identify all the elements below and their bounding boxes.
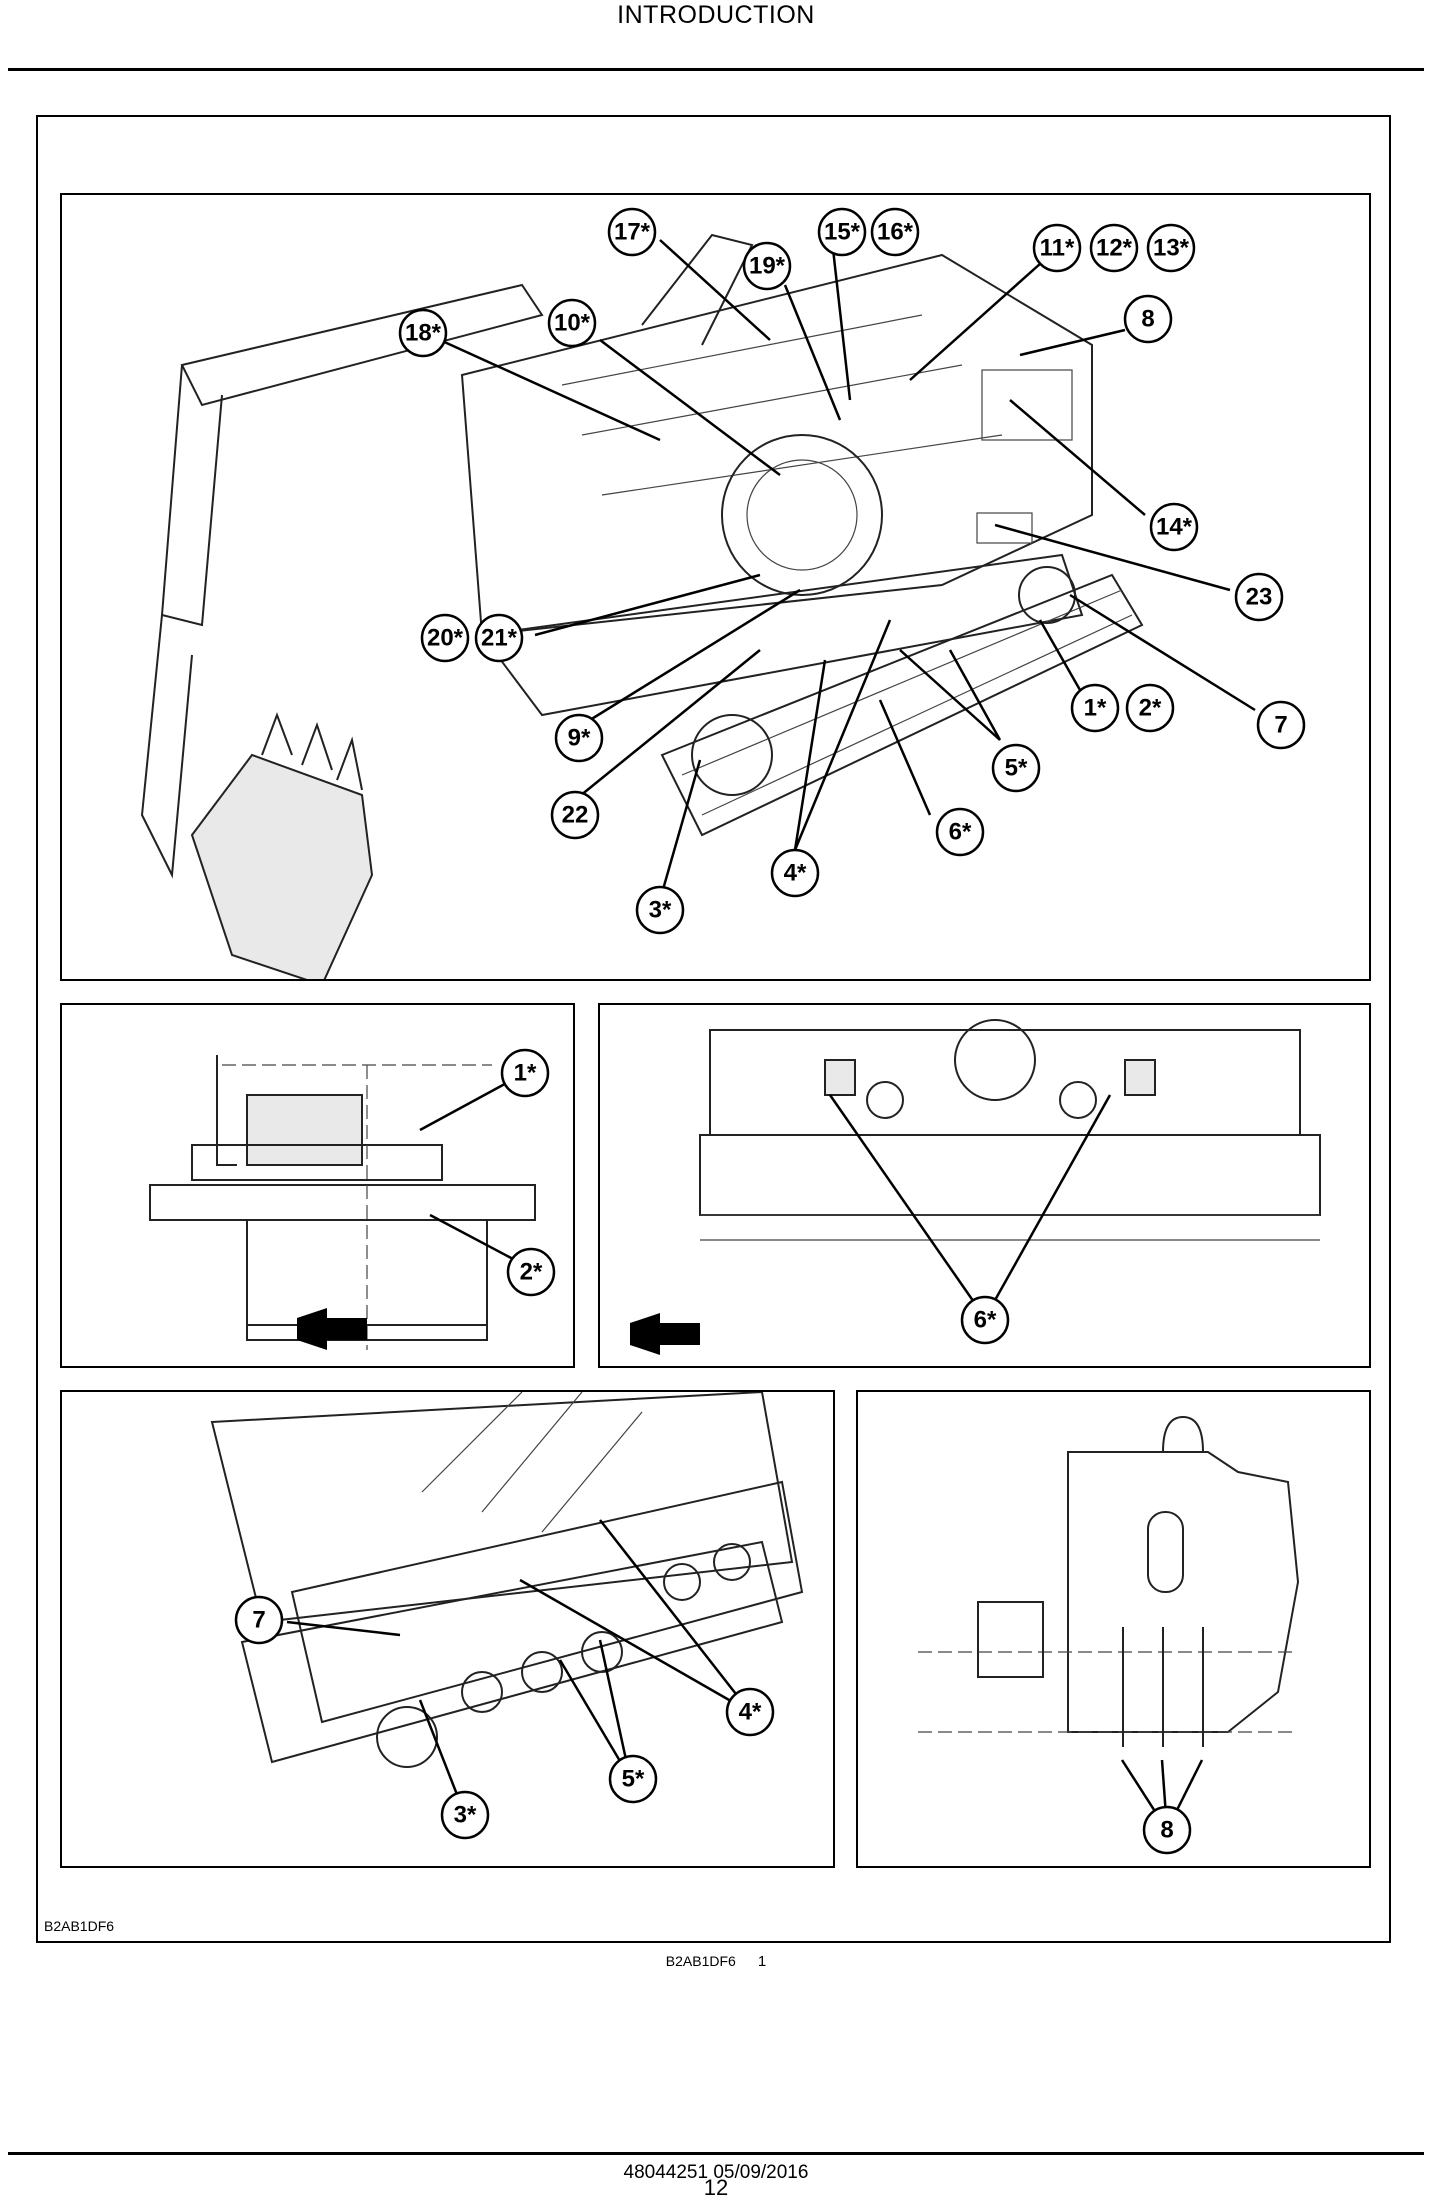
figure-caption: B2AB1DF6 1 <box>0 1953 1432 1970</box>
excavator-illustration <box>140 233 1144 979</box>
track-detail-panel <box>60 1390 835 1868</box>
main-excavator-panel <box>60 193 1371 981</box>
page-header-title: INTRODUCTION <box>617 1 815 29</box>
footer-doc-id: 48044251 05/09/2016 <box>623 2162 809 2183</box>
track-rollers-panel <box>598 1003 1371 1368</box>
figure-frame <box>36 115 1391 1943</box>
header-rule <box>8 68 1424 71</box>
figure-caption-code: B2AB1DF6 <box>665 1953 736 1969</box>
footer-rule <box>8 2152 1424 2155</box>
figure-caption-number: 1 <box>757 1953 767 1970</box>
footer-page-number: 12 <box>703 2175 729 2200</box>
figure-code-inner: B2AB1DF6 <box>44 1918 115 1934</box>
counterweight-panel <box>856 1390 1371 1868</box>
drive-motor-panel <box>60 1003 575 1368</box>
